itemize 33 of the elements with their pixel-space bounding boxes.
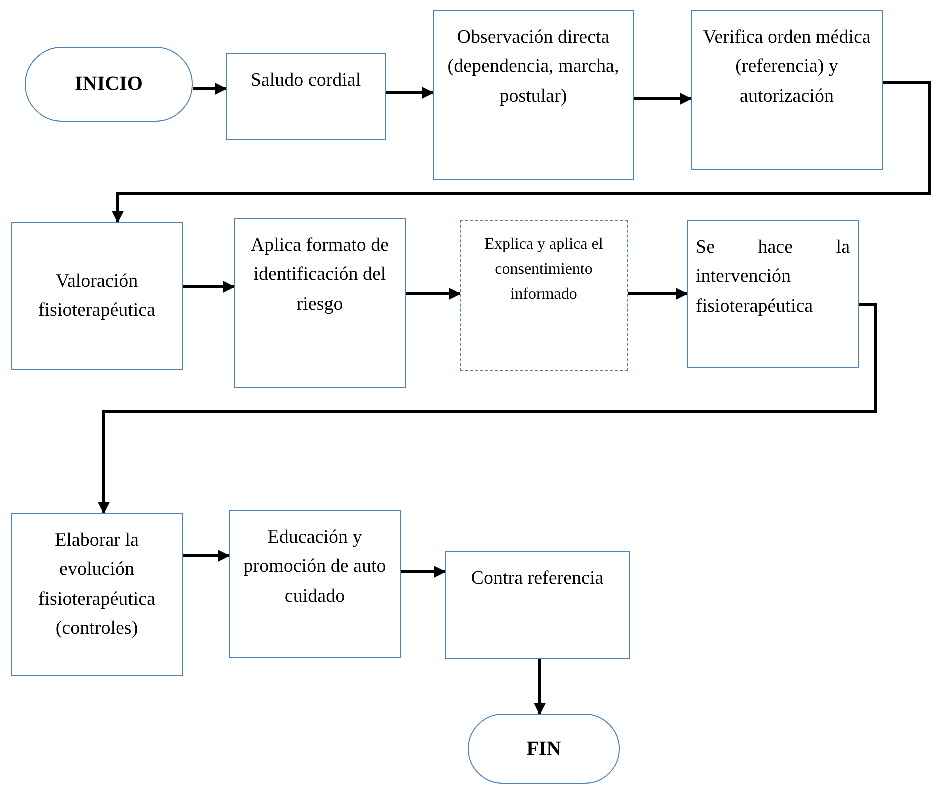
node-text: INICIO <box>74 72 144 97</box>
node-text: Observación directa (dependencia, marcha, postular) <box>446 26 620 109</box>
node-text: Elaborar la evolución fisioterapéutica (controles) <box>37 529 157 642</box>
process-box <box>445 551 630 659</box>
arrow <box>628 288 688 300</box>
process-box <box>460 220 628 371</box>
arrow <box>401 566 446 578</box>
arrow <box>98 304 878 514</box>
node-text: Saludo cordial <box>250 69 362 93</box>
arrow <box>634 93 692 105</box>
process-box <box>234 218 406 388</box>
arrow <box>386 87 434 99</box>
process-box <box>687 220 859 368</box>
arrow <box>183 550 230 562</box>
process-box <box>11 513 183 676</box>
arrow <box>406 288 462 300</box>
arrow <box>534 659 546 716</box>
node-text: Explica y aplica el consentimiento informado <box>484 235 604 305</box>
node-text: Aplica formato de identificación del riesgo <box>250 234 390 317</box>
process-box <box>229 510 401 658</box>
node-text: Educación y promoción de auto cuidado <box>242 526 388 609</box>
process-box <box>433 10 634 180</box>
arrow <box>112 82 932 224</box>
arrow <box>193 83 228 95</box>
node-text: Verifica orden médica (referencia) y autorización <box>702 26 872 109</box>
process-box <box>11 222 183 370</box>
node-text: Valoración fisioterapéutica <box>37 270 157 323</box>
node-text: Se hace la intervención fisioterapéutica <box>696 236 850 319</box>
process-box <box>226 53 386 140</box>
node-text: Contra referencia <box>470 567 605 591</box>
arrow <box>183 281 236 293</box>
node-text: FIN <box>526 736 562 762</box>
process-box <box>691 10 883 170</box>
